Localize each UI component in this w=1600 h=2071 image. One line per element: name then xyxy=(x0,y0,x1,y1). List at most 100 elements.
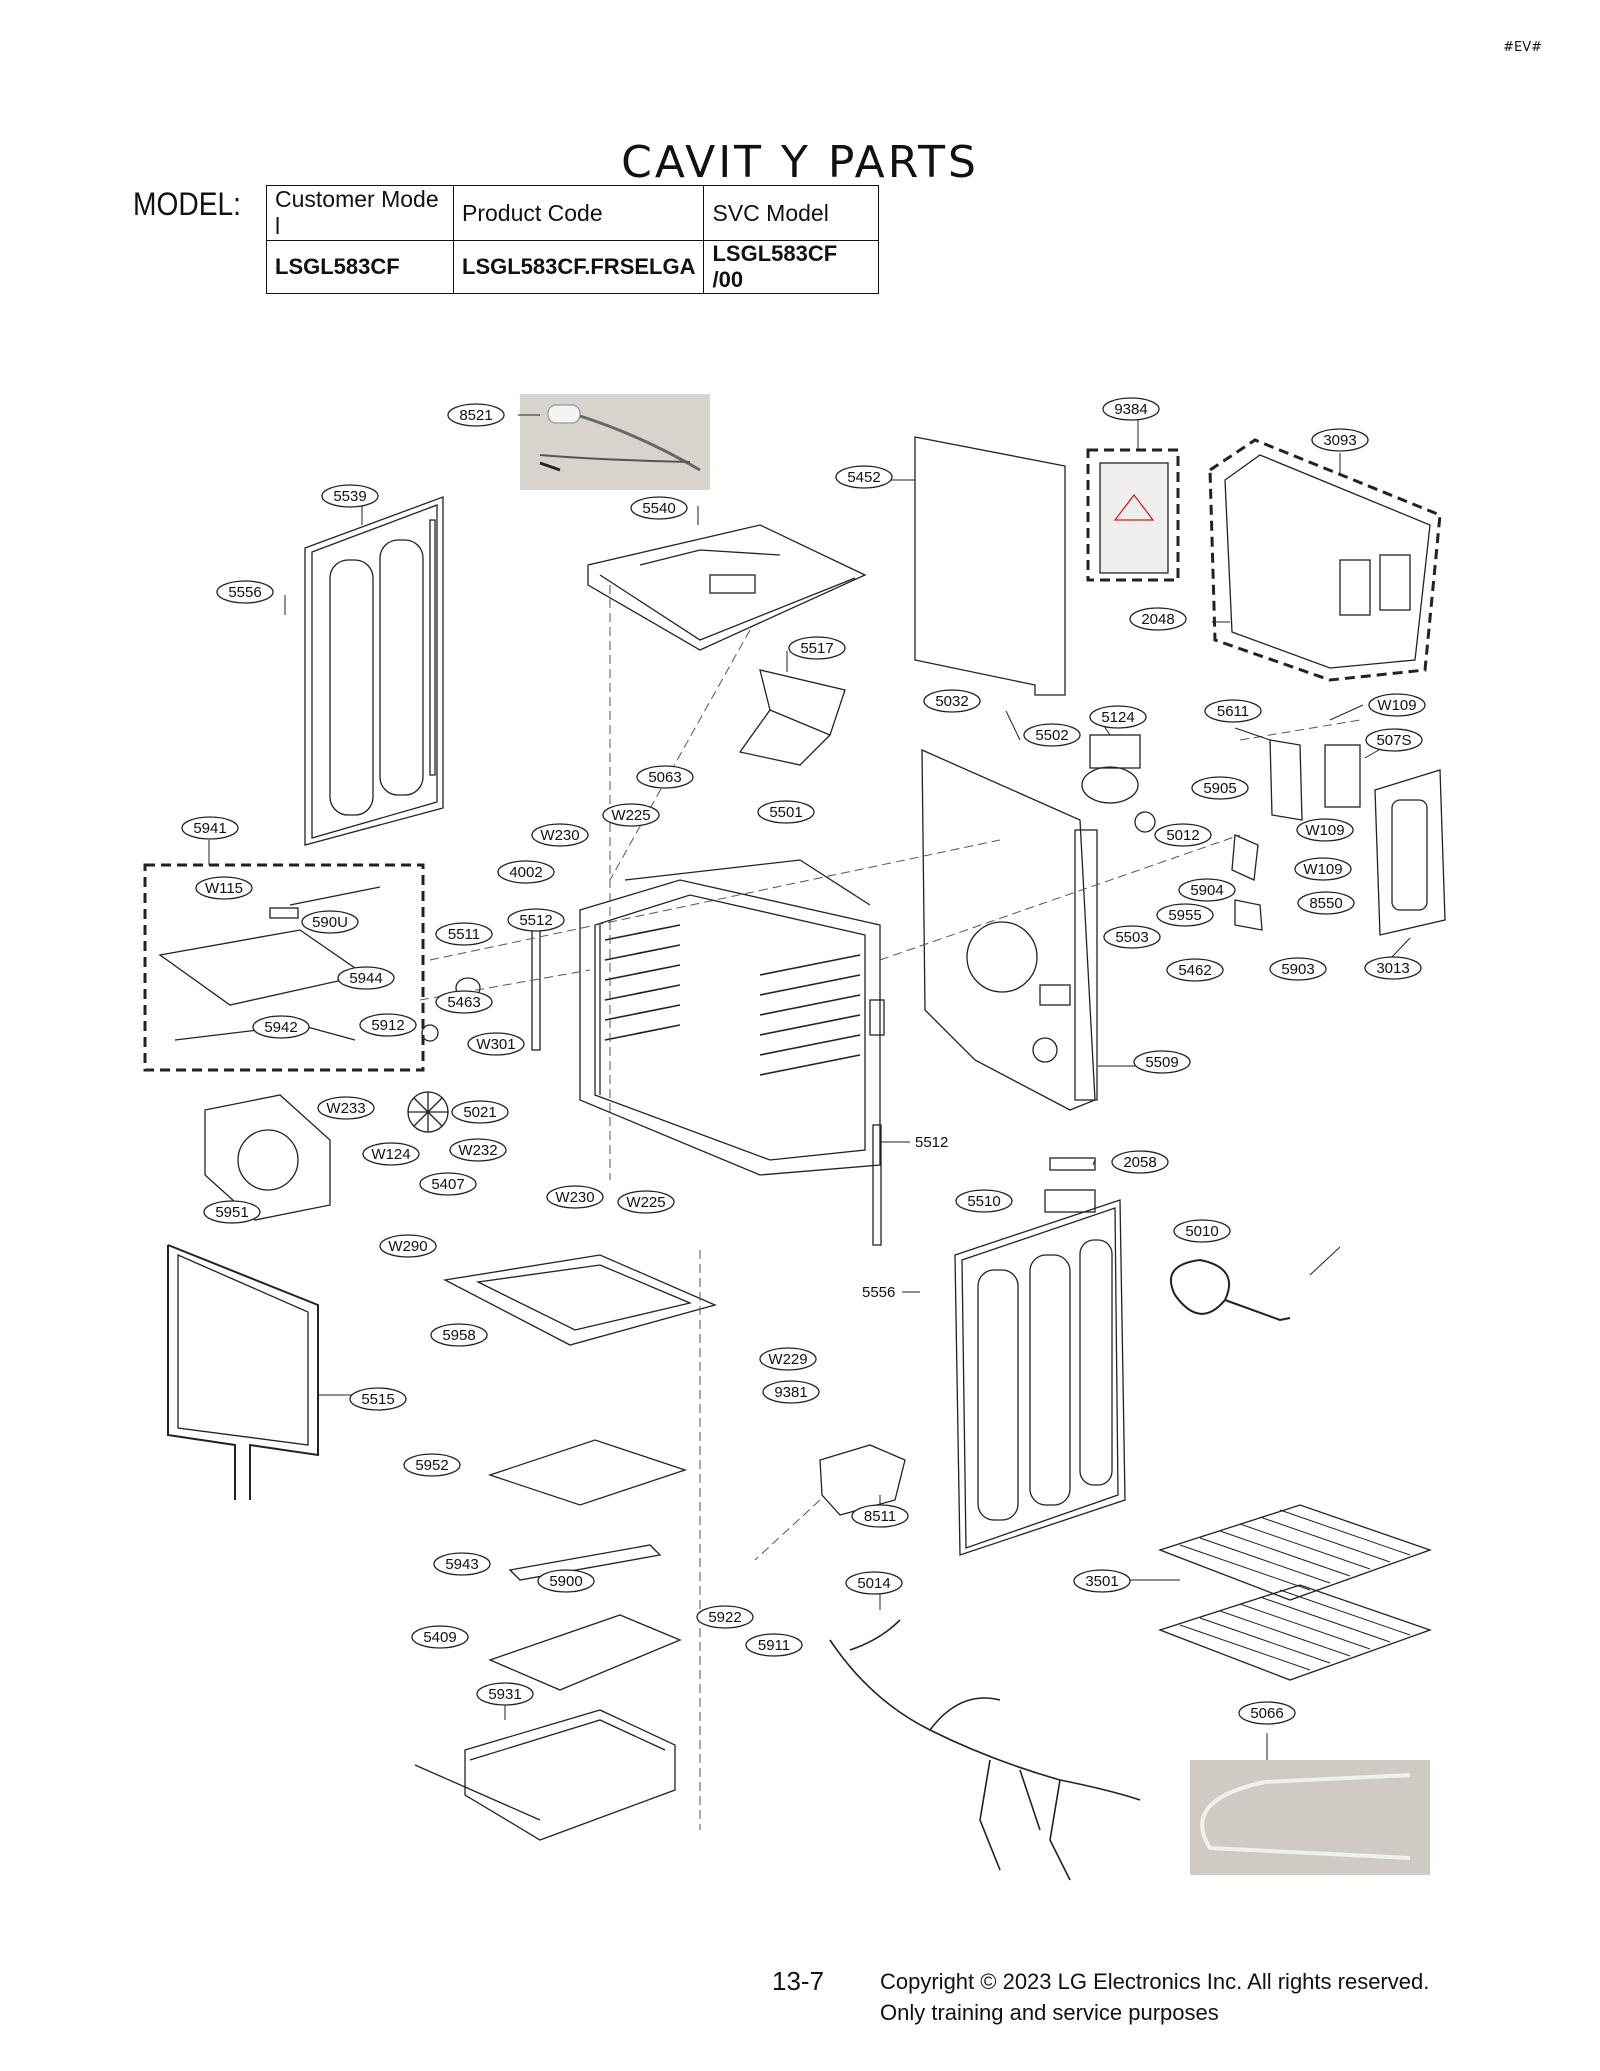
svg-text:5904: 5904 xyxy=(1190,882,1223,899)
svg-text:W230: W230 xyxy=(555,1189,594,1206)
svg-text:3501: 3501 xyxy=(1085,1573,1118,1590)
svg-text:5014: 5014 xyxy=(857,1575,890,1592)
fan-blade-5407 xyxy=(407,1091,449,1133)
callout-w109-mid: W109 xyxy=(1296,818,1354,842)
svg-text:5124: 5124 xyxy=(1101,709,1134,726)
svg-text:5409: 5409 xyxy=(423,1629,456,1646)
svg-text:8511: 8511 xyxy=(864,1508,896,1525)
duct-5517 xyxy=(738,669,846,766)
bracket-5952 xyxy=(487,1439,688,1506)
rear-assembly-5509 xyxy=(921,748,1098,1111)
svg-text:5509: 5509 xyxy=(1145,1054,1178,1071)
svg-text:9381: 9381 xyxy=(774,1384,807,1401)
callout-w109-low: W109 xyxy=(1294,857,1352,881)
callout-5951: 5951 xyxy=(203,1200,261,1224)
svg-text:5912: 5912 xyxy=(371,1017,404,1034)
svg-text:2048: 2048 xyxy=(1141,611,1174,628)
svg-text:5066: 5066 xyxy=(1250,1705,1283,1722)
callout-w232: W232 xyxy=(449,1138,507,1162)
svg-text:5903: 5903 xyxy=(1281,961,1314,978)
svg-text:5943: 5943 xyxy=(445,1556,478,1573)
callout-5904: 5904 xyxy=(1178,878,1236,902)
svg-text:507S: 507S xyxy=(1376,732,1411,749)
svg-text:W301: W301 xyxy=(476,1036,515,1053)
svg-text:5942: 5942 xyxy=(264,1019,297,1036)
callout-w230-top: W230 xyxy=(531,823,589,847)
callout-w290: W290 xyxy=(379,1234,437,1258)
callout-w225-top: W225 xyxy=(602,803,660,827)
callout-w229: W229 xyxy=(759,1347,817,1371)
svg-text:5511: 5511 xyxy=(448,926,480,943)
callout-5502: 5502 xyxy=(1023,723,1081,747)
callout-5012: 5012 xyxy=(1154,823,1212,847)
page-title: CAVIT Y PARTS xyxy=(621,137,979,189)
callout-5922: 5922 xyxy=(696,1605,754,1629)
callout-5509: 5509 xyxy=(1133,1050,1191,1074)
callout-590u: 590U xyxy=(301,910,359,934)
svg-text:5512: 5512 xyxy=(519,912,552,929)
svg-text:5955: 5955 xyxy=(1168,907,1201,924)
callout-5556-low: 5556 xyxy=(862,1284,895,1301)
oven-rack-3501 xyxy=(1158,1504,1432,1681)
callout-5407: 5407 xyxy=(419,1172,477,1196)
svg-text:3093: 3093 xyxy=(1323,432,1356,449)
callout-5515: 5515 xyxy=(349,1387,407,1411)
svg-text:8521: 8521 xyxy=(459,407,492,424)
callout-w124: W124 xyxy=(362,1142,420,1166)
callout-5512-top: 5512 xyxy=(507,908,565,932)
svg-text:5911: 5911 xyxy=(758,1637,790,1654)
blower-5124 xyxy=(1081,734,1156,833)
svg-text:5952: 5952 xyxy=(415,1457,448,1474)
svg-text:5958: 5958 xyxy=(442,1327,475,1344)
svg-text:W124: W124 xyxy=(371,1146,410,1163)
svg-text:5905: 5905 xyxy=(1203,780,1236,797)
svg-text:5407: 5407 xyxy=(431,1176,464,1193)
top-plate-5540 xyxy=(587,524,867,651)
header-svc-model: SVC Model xyxy=(703,185,880,241)
svg-text:5462: 5462 xyxy=(1178,962,1211,979)
callout-8511: 8511 xyxy=(851,1504,909,1528)
part-photo-5066 xyxy=(1190,1760,1430,1875)
callout-5462: 5462 xyxy=(1166,958,1224,982)
callout-5021: 5021 xyxy=(451,1100,509,1124)
svg-text:W225: W225 xyxy=(626,1194,665,1211)
svg-text:5944: 5944 xyxy=(349,970,382,987)
callout-w301: W301 xyxy=(467,1032,525,1056)
callout-5066: 5066 xyxy=(1238,1701,1296,1725)
svg-text:5021: 5021 xyxy=(463,1104,496,1121)
side-cover-3013 xyxy=(1374,769,1446,936)
svg-text:5922: 5922 xyxy=(708,1609,741,1626)
svg-text:5010: 5010 xyxy=(1185,1223,1218,1240)
header-customer-model: Customer Mode l xyxy=(266,185,454,241)
oven-cavity-box xyxy=(579,859,885,1176)
burner-assembly xyxy=(414,1544,682,1841)
svg-text:5501: 5501 xyxy=(769,804,802,821)
side-panel-5539 xyxy=(304,496,444,846)
callout-5912: 5912 xyxy=(359,1013,417,1037)
wire-harness-5014 xyxy=(829,1619,1141,1881)
callout-5958: 5958 xyxy=(430,1323,488,1347)
callout-5911: 5911 xyxy=(745,1633,803,1657)
callout-3093: 3093 xyxy=(1311,428,1369,452)
callout-8521: 8521 xyxy=(447,403,505,427)
svg-text:5502: 5502 xyxy=(1035,727,1068,744)
svg-text:5540: 5540 xyxy=(642,500,675,517)
callout-5010: 5010 xyxy=(1173,1219,1231,1243)
callout-5556: 5556 xyxy=(216,580,274,604)
callout-5900: 5900 xyxy=(537,1569,595,1593)
svg-text:5063: 5063 xyxy=(648,769,681,786)
callout-5511: 5511 xyxy=(435,922,493,946)
callout-5539: 5539 xyxy=(321,484,379,508)
callout-2058: 2058 xyxy=(1111,1150,1169,1174)
svg-text:W230: W230 xyxy=(540,827,579,844)
svg-text:W233: W233 xyxy=(326,1100,365,1117)
callout-5611: 5611 xyxy=(1204,699,1262,723)
callout-5503: 5503 xyxy=(1103,925,1161,949)
svg-text:5556: 5556 xyxy=(862,1284,895,1301)
callout-5124: 5124 xyxy=(1089,705,1147,729)
callout-5512-low: 5512 xyxy=(915,1134,948,1151)
model-table: Customer Mode l Product Code SVC Model L… xyxy=(266,185,880,294)
callout-5409: 5409 xyxy=(411,1625,469,1649)
callout-5540: 5540 xyxy=(630,496,688,520)
callout-5452: 5452 xyxy=(835,465,893,489)
